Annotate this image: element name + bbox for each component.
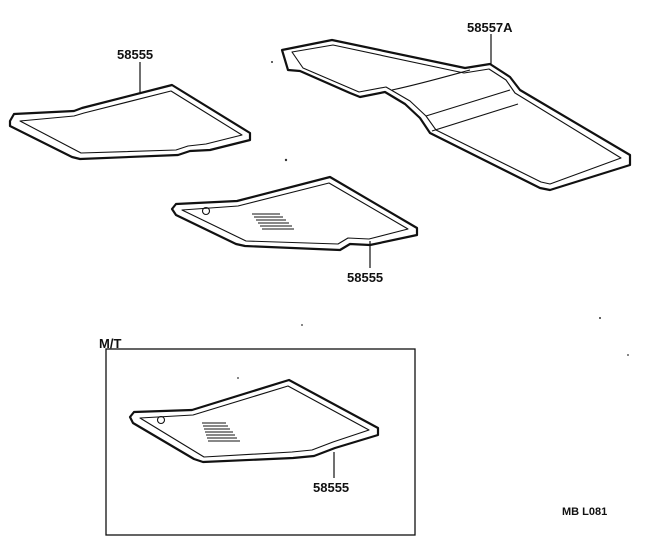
middle-mat-grip-pad (252, 213, 294, 230)
mt-floor-mat (128, 378, 380, 464)
part-label-runner-mat: 58557A (467, 20, 513, 35)
rear-runner-mat (280, 38, 632, 192)
middle-floor-mat (170, 175, 419, 252)
variant-box-label: M/T (99, 336, 121, 351)
part-label-middle-mat: 58555 (347, 270, 383, 285)
diagram-code: MB L081 (562, 506, 607, 518)
scan-specks (237, 61, 629, 379)
mt-mat-grip-pad (202, 422, 240, 442)
upper-left-floor-mat (8, 83, 252, 161)
part-label-mt-mat: 58555 (313, 480, 349, 495)
part-label-upper-left-mat: 58555 (117, 47, 153, 62)
variant-box-frame (105, 348, 416, 536)
